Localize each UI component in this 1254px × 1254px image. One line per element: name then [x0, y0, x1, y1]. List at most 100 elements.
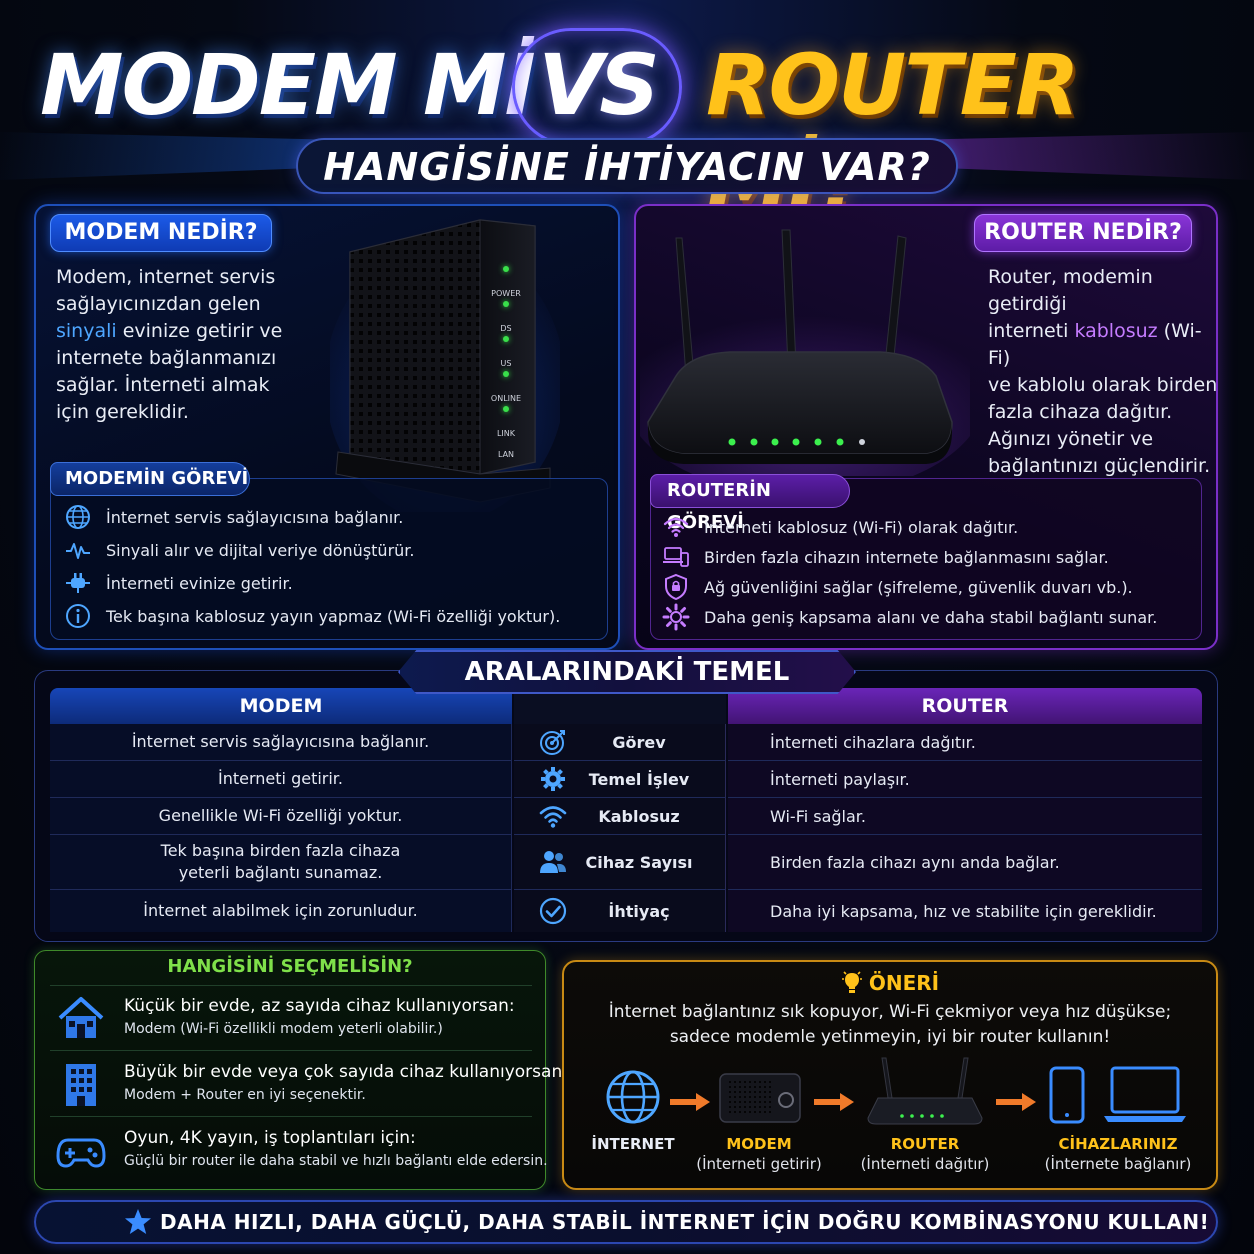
choose-item-text: Oyun, 4K yayın, iş toplantıları için: Gü…	[124, 1126, 548, 1176]
router-desc-text: interneti	[988, 320, 1075, 342]
tip-panel	[562, 960, 1218, 1190]
modem-duty-item: Sinyali alır ve dijital veriye dönüştürü…	[64, 536, 414, 564]
led-label: POWER	[491, 289, 521, 298]
router-description: Router, modemin getirdiği interneti kabl…	[988, 264, 1218, 480]
title-banner: MODEM Mİ VS ROUTER Mİ?	[0, 22, 1254, 232]
led-us	[503, 336, 509, 342]
table-cell-router: İnterneti paylaşır.	[728, 761, 1202, 798]
comparison-header-middle	[514, 688, 726, 724]
choose-item-sub: Modem (Wi-Fi özellikli modem yeterli ola…	[124, 1021, 443, 1037]
table-cell-modem: Genellikle Wi-Fi özelliği yoktur.	[50, 798, 512, 835]
divider	[50, 985, 532, 986]
table-cell-router: İnterneti cihazlara dağıtır.	[728, 724, 1202, 761]
flow-name: İNTERNET	[591, 1135, 675, 1153]
table-cell-modem: İnternet servis sağlayıcısına bağlanır.	[50, 724, 512, 761]
gear-icon	[662, 603, 690, 631]
divider	[50, 1050, 532, 1051]
table-cell-label: İhtiyaç	[514, 890, 726, 932]
gear-icon	[541, 767, 565, 791]
modem-desc-line: için gereklidir.	[56, 401, 189, 423]
house-icon	[58, 997, 104, 1038]
router-duty-text: İnterneti kablosuz (Wi-Fi) olarak dağıtı…	[704, 517, 1019, 537]
flow-label-router: ROUTER (İnterneti dağıtır)	[856, 1134, 994, 1174]
router-duty-text: Daha geniş kapsama alanı ve daha stabil …	[704, 607, 1158, 627]
arrow-right-icon	[670, 1093, 710, 1111]
modem-description: Modem, internet servis sağlayıcınızdan g…	[56, 264, 316, 426]
choose-item: Büyük bir evde veya çok sayıda cihaz kul…	[56, 1060, 568, 1110]
modem-heading: MODEM NEDİR?	[50, 214, 272, 252]
router-duty-text: Birden fazla cihazın internete bağlanmas…	[704, 547, 1109, 567]
modem-cell-line: Tek başına birden fazla cihaza	[160, 841, 401, 860]
row-label: Temel İşlev	[588, 769, 690, 789]
router-desc-line: fazla cihaza dağıtır.	[988, 401, 1173, 423]
title-router: ROUTER Mİ?	[706, 36, 1080, 232]
led-label: US	[500, 359, 512, 368]
footer-banner	[34, 1200, 1218, 1244]
led-label: DS	[500, 324, 512, 333]
modem-duty-text: Tek başına kablosuz yayın yapmaz (Wi-Fi …	[106, 606, 561, 626]
router-desc-line: Router, modemin getirdiği	[988, 266, 1153, 315]
router-duty-item: Daha geniş kapsama alanı ve daha stabil …	[662, 603, 1157, 631]
table-cell-modem: İnterneti getirir.	[50, 761, 512, 798]
subtitle: HANGİSİNE İHTİYACIN VAR?	[296, 138, 958, 194]
tip-line: İnternet bağlantınız sık kopuyor, Wi-Fi …	[608, 1002, 1172, 1022]
table-cell-modem: Tek başına birden fazla cihaza yeterli b…	[50, 835, 512, 890]
table-cell-label: Kablosuz	[514, 798, 726, 835]
router-duty-item: İnterneti kablosuz (Wi-Fi) olarak dağıtı…	[662, 513, 1018, 541]
router-duty-item: Birden fazla cihazın internete bağlanmas…	[662, 543, 1109, 571]
choose-item-sub: Güçlü bir router ile daha stabil ve hızl…	[124, 1153, 548, 1169]
highlight-wireless: kablosuz	[1074, 320, 1158, 342]
choose-item-title: Büyük bir evde veya çok sayıda cihaz kul…	[124, 1062, 568, 1082]
check-circle-icon	[539, 897, 567, 925]
router-device-icon	[640, 229, 970, 476]
modem-duty-item: İnternet servis sağlayıcısına bağlanır.	[64, 503, 403, 531]
comparison-header-router: ROUTER	[728, 688, 1202, 724]
table-cell-router: Wi-Fi sağlar.	[728, 798, 1202, 835]
choose-panel	[34, 950, 546, 1190]
flow-name: ROUTER	[890, 1135, 960, 1153]
plug-icon	[66, 573, 90, 593]
router-desc-line: interneti kablosuz (Wi-Fi)	[988, 318, 1218, 372]
led-label: ONLINE	[490, 394, 522, 403]
devices-icon	[663, 547, 689, 567]
highlight-signal: sinyali	[56, 320, 117, 342]
router-desc-text: (Wi-Fi)	[988, 320, 1202, 369]
table-cell-label: Görev	[514, 724, 726, 761]
table-cell-label: Temel İşlev	[514, 761, 726, 798]
choose-item-sub: Modem + Router en iyi seçenektir.	[124, 1087, 366, 1103]
flow-name: MODEM	[726, 1135, 792, 1153]
modem-duty-text: Sinyali alır ve dijital veriye dönüştürü…	[106, 540, 415, 560]
wifi-icon	[539, 806, 567, 828]
router-desc-line: bağlantınızı güçlendirir.	[988, 455, 1211, 477]
signal-wave-icon	[66, 543, 90, 559]
modem-duty-item: İnterneti evinize getirir.	[64, 569, 293, 597]
gamepad-icon	[56, 1138, 106, 1168]
table-cell-label: Cihaz Sayısı	[514, 835, 726, 890]
tip-title-text: ÖNERİ	[868, 971, 940, 995]
row-label: İhtiyaç	[608, 901, 670, 921]
router-desc-line: Ağınızı yönetir ve	[988, 428, 1154, 450]
arrow-right-icon	[996, 1093, 1036, 1111]
router-duty-text: Ağ güvenliğini sağlar (şifreleme, güvenl…	[704, 577, 1133, 597]
comparison-title: ARALARINDAKİ TEMEL FARKLAR	[398, 650, 856, 694]
vs-label: VS	[538, 36, 660, 134]
modem-desc-line: internete bağlanmanızı	[56, 347, 277, 369]
modem-desc-line: sağlayıcınızdan gelen	[56, 293, 261, 315]
comparison-header-modem: MODEM	[50, 688, 512, 724]
led-power	[503, 266, 509, 272]
modem-duties-title: MODEMİN GÖREVİ	[50, 462, 250, 496]
flow-sub: (İnterneti dağıtır)	[860, 1155, 990, 1173]
star-icon	[125, 1209, 151, 1234]
table-cell-modem: İnternet alabilmek için zorunludur.	[50, 890, 512, 932]
lightbulb-icon	[841, 971, 862, 993]
modem-duty-text: İnterneti evinize getirir.	[106, 573, 293, 593]
modem-duty-item: Tek başına kablosuz yayın yapmaz (Wi-Fi …	[64, 602, 560, 630]
choose-item-title: Küçük bir evde, az sayıda cihaz kullanıy…	[124, 996, 515, 1016]
flow-label-internet: İNTERNET	[586, 1134, 680, 1154]
choose-item-text: Küçük bir evde, az sayıda cihaz kullanıy…	[124, 994, 515, 1044]
table-cell-router: Daha iyi kapsama, hız ve stabilite için …	[728, 890, 1202, 932]
divider	[50, 1116, 532, 1117]
users-icon	[540, 851, 566, 873]
tip-line: sadece modemle yetinmeyin, iyi bir route…	[669, 1027, 1111, 1047]
modem-led-labels: POWER DS US ONLINE LINK LAN	[486, 266, 526, 472]
